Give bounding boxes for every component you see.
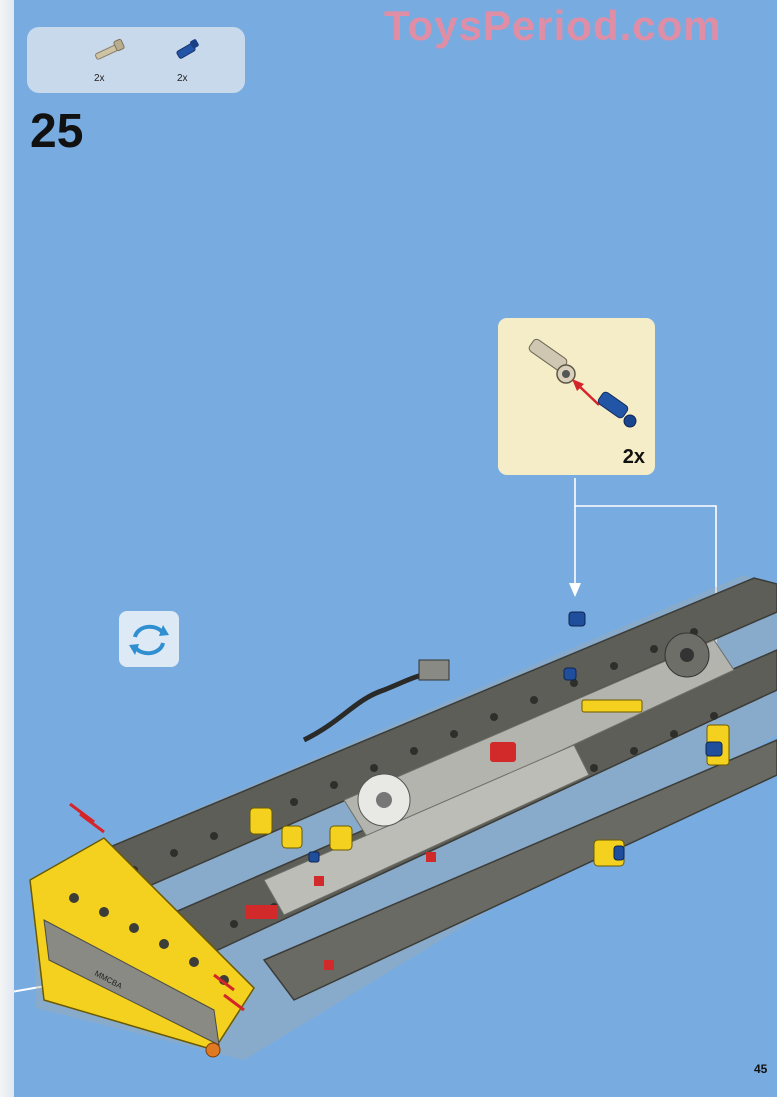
- callout-pointer-lines: [574, 478, 717, 710]
- rotate-model-icon: [119, 611, 179, 667]
- instruction-page: ToysPeriod.com 2x 2x 25: [14, 0, 777, 1097]
- blue-pin-in-callout: [597, 391, 637, 428]
- model-illustration: MMCBA: [14, 478, 777, 1060]
- blue-pins: [308, 611, 723, 863]
- parts-list-graphic: [95, 38, 199, 60]
- step-number: 25: [30, 105, 84, 158]
- orange-hub: [205, 1042, 221, 1058]
- insert-arrow: [577, 384, 600, 406]
- part-qty-blue-pin: 2x: [177, 73, 188, 84]
- red-parts: [246, 742, 516, 970]
- part-qty-tan-pin: 2x: [94, 73, 105, 84]
- binding-edge: [0, 0, 14, 1097]
- page-number: 45: [754, 1062, 768, 1076]
- callout-quantity: 2x: [622, 446, 645, 468]
- gear: [357, 773, 411, 827]
- callout-graphic: [528, 338, 637, 428]
- watermark: ToysPeriod.com: [384, 2, 722, 49]
- yellow-front-bumper: MMCBA: [29, 837, 255, 1051]
- connector-plug: [418, 659, 450, 681]
- tan-pin-in-callout: [528, 338, 576, 384]
- insertion-arrows: [69, 802, 245, 1012]
- blue-axle-pin-icon: [176, 39, 199, 59]
- cable: [302, 669, 435, 743]
- parts-list-box: 2x 2x: [27, 27, 245, 93]
- tan-axle-pin-icon: [95, 38, 125, 60]
- dark-gear: [664, 632, 710, 678]
- sub-assembly-callout: 2x: [498, 318, 655, 475]
